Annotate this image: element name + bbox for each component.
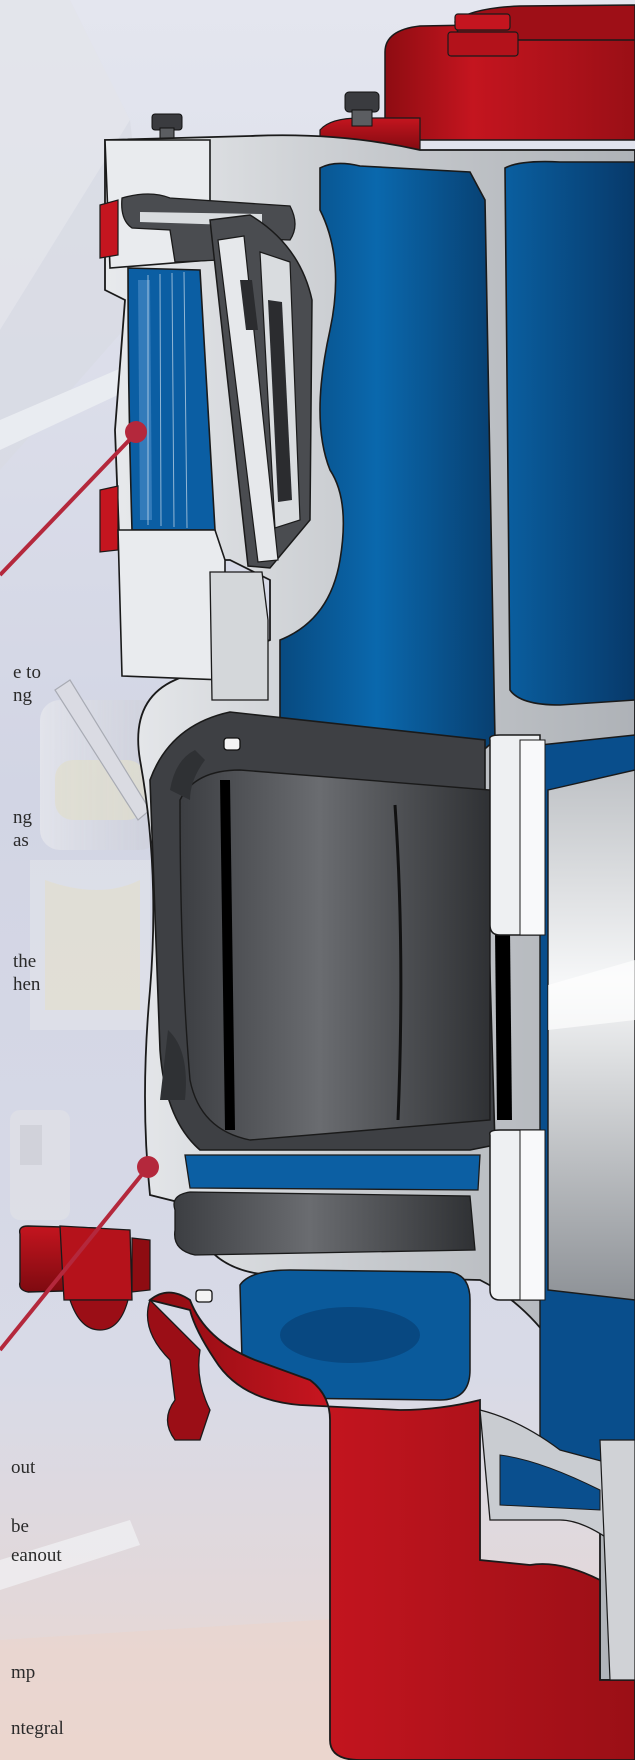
drain-plug-icon [18,1225,151,1331]
callout-text-lower-4: mp [11,1662,36,1683]
callout-text-lower-1: out [11,1457,36,1478]
callout-text-upper-1: e to [13,662,41,683]
bolt-right-icon [344,91,380,127]
shaft-hub [547,769,635,1301]
callout-text-upper-3: ng [13,807,32,828]
wear-ring-plates [488,734,546,1301]
callout-text-lower-2: be [11,1516,29,1537]
callout-leader-upper [0,421,147,577]
lower-casing-rail [173,737,476,1303]
callout-text-upper-4: as [13,830,29,851]
callout-text-upper-5: the [13,951,37,972]
callout-text-lower-3: eanout [11,1545,62,1566]
threaded-inlet-ring [127,267,216,531]
discharge-housing-top [179,4,635,159]
seal-gland-assembly [209,214,313,569]
callout-text-lower-5: ntegral [11,1718,64,1739]
callout-text-upper-6: hen [13,974,41,995]
impeller-cover [149,711,512,1151]
pump-base [146,1291,635,1760]
callout-text-upper-2: ng [13,685,32,706]
callout-leader-lower [0,1156,159,1352]
